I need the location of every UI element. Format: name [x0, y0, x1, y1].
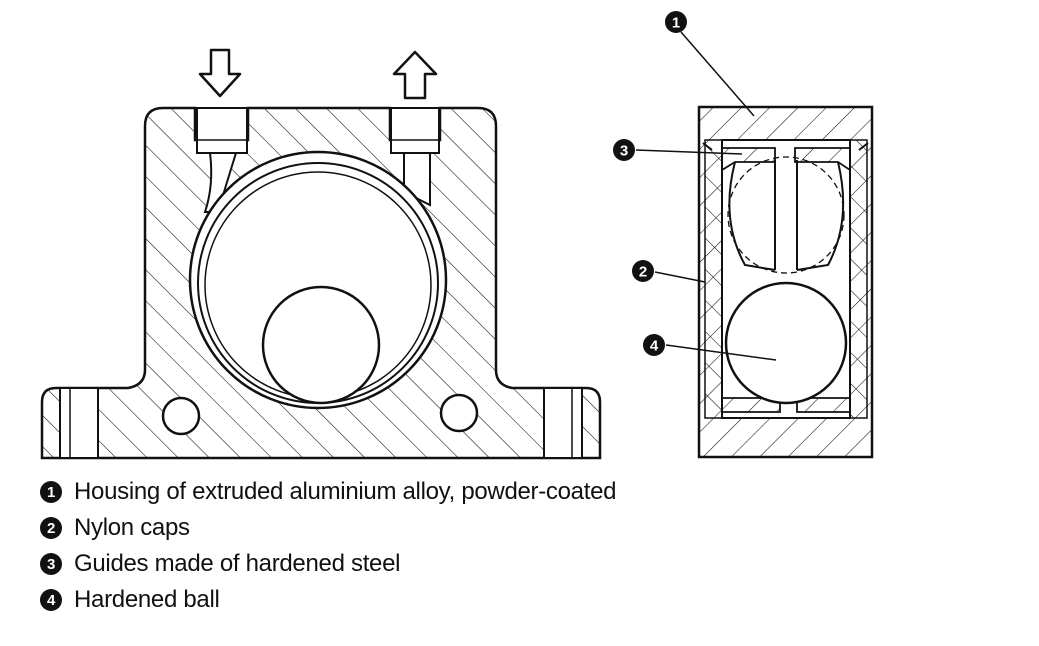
legend-item-text: Guides made of hardened steel [74, 550, 401, 577]
arrow-down-icon [198, 48, 242, 98]
callout-2: 2 [632, 260, 706, 283]
housing-side-view [40, 106, 602, 460]
number-4-marker: 4 [40, 589, 62, 611]
mounting-hole-right [439, 393, 479, 433]
legend-item-text: Nylon caps [74, 514, 190, 541]
vibrator-cross-section-diagram: 1 3 2 4 [40, 11, 874, 460]
legend-item: 3 Guides made of hardened steel [40, 546, 616, 582]
hardened-ball-side [261, 285, 381, 405]
hardened-ball-front [724, 281, 848, 405]
callout-4: 4 [643, 334, 777, 361]
legend-item-text: Housing of extruded aluminium alloy, pow… [74, 478, 617, 505]
mounting-hole-left [161, 396, 201, 436]
legend-item: 2 Nylon caps [40, 510, 616, 546]
svg-text:2: 2 [639, 264, 647, 281]
legend-item: 4 Hardened ball [40, 582, 616, 618]
ball-race [188, 150, 448, 410]
arrow-up-icon [392, 50, 438, 100]
callout-3: 3 [613, 139, 743, 161]
svg-text:3: 3 [620, 143, 628, 160]
number-2-marker: 2 [40, 517, 62, 539]
housing-front-view [697, 105, 874, 459]
svg-text:4: 4 [650, 338, 659, 355]
callout-1: 1 [665, 11, 755, 117]
svg-text:1: 1 [672, 15, 680, 32]
number-3-marker: 3 [40, 553, 62, 575]
legend-item: 1 Housing of extruded aluminium alloy, p… [40, 474, 617, 510]
number-1-marker: 1 [40, 481, 62, 503]
legend: 1 Housing of extruded aluminium alloy, p… [40, 474, 617, 618]
legend-item-text: Hardened ball [74, 586, 220, 613]
